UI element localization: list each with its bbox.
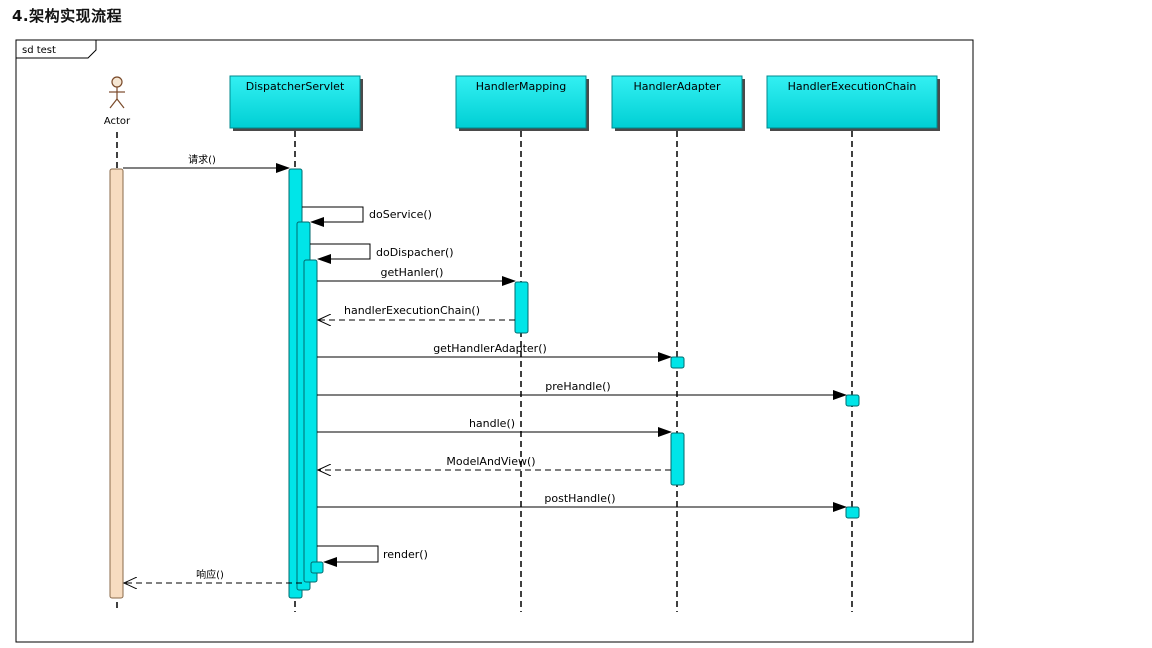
lifeline-head-dispatcherservlet: DispatcherServlet xyxy=(229,75,363,131)
message-label: handlerExecutionChain() xyxy=(344,304,480,317)
message-posthandle: postHandle() xyxy=(317,492,847,512)
message-label: doService() xyxy=(369,208,432,221)
actor-activation xyxy=(109,168,124,599)
lifeline-head-handlerexecutionchain: HandlerExecutionChain xyxy=(766,75,940,131)
message-doservice: doService() xyxy=(302,206,432,227)
actor-icon xyxy=(109,76,125,109)
message-label: getHandlerAdapter() xyxy=(433,342,547,355)
lifeline-label: HandlerExecutionChain xyxy=(788,80,917,93)
message-dodispacher: doDispacher() xyxy=(310,243,454,264)
message-label: render() xyxy=(383,548,428,561)
message-modelandview-return: ModelAndView() xyxy=(318,455,671,470)
message-render: render() xyxy=(317,545,428,567)
message-label: preHandle() xyxy=(545,380,610,393)
messages: 请求() doService() doDispacher() getHanler… xyxy=(123,153,847,583)
message-prehandle: preHandle() xyxy=(317,380,847,400)
handleradapter-activation-2 xyxy=(670,432,685,486)
dispatcher-activation-render xyxy=(310,561,324,574)
message-label: 响应() xyxy=(196,568,224,581)
handleradapter-activation-1 xyxy=(670,356,685,369)
activations xyxy=(109,168,860,599)
frame-label: sd test xyxy=(22,45,56,56)
lifeline-head-handlermapping: HandlerMapping xyxy=(455,75,589,131)
message-label: handle() xyxy=(469,417,515,430)
diagram-frame: sd test xyxy=(15,39,974,643)
message-label: postHandle() xyxy=(544,492,615,505)
lifeline-label: HandlerMapping xyxy=(476,80,567,93)
hec-activation-1 xyxy=(845,394,860,407)
lifeline-label: HandlerAdapter xyxy=(634,80,721,93)
lifeline-label: DispatcherServlet xyxy=(246,80,345,93)
handlermapping-activation xyxy=(514,281,529,334)
message-gethandleradapter: getHandlerAdapter() xyxy=(317,342,672,362)
message-handle: handle() xyxy=(317,417,672,437)
page-heading: 4.架构实现流程 xyxy=(12,7,123,25)
message-label: doDispacher() xyxy=(376,246,454,259)
actor: Actor xyxy=(104,76,131,127)
message-response-return: 响应() xyxy=(124,568,302,583)
message-label: getHanler() xyxy=(381,266,444,279)
lifelines xyxy=(116,131,853,612)
hec-activation-2 xyxy=(845,506,860,519)
message-gethanler: getHanler() xyxy=(317,266,516,286)
message-request: 请求() xyxy=(123,153,290,173)
dispatcher-activation-3 xyxy=(303,259,318,583)
lifeline-head-handleradapter: HandlerAdapter xyxy=(611,75,745,131)
message-handlerexecutionchain-return: handlerExecutionChain() xyxy=(318,304,515,320)
actor-label: Actor xyxy=(104,116,131,127)
message-label: 请求() xyxy=(188,153,216,166)
message-label: ModelAndView() xyxy=(446,455,535,468)
